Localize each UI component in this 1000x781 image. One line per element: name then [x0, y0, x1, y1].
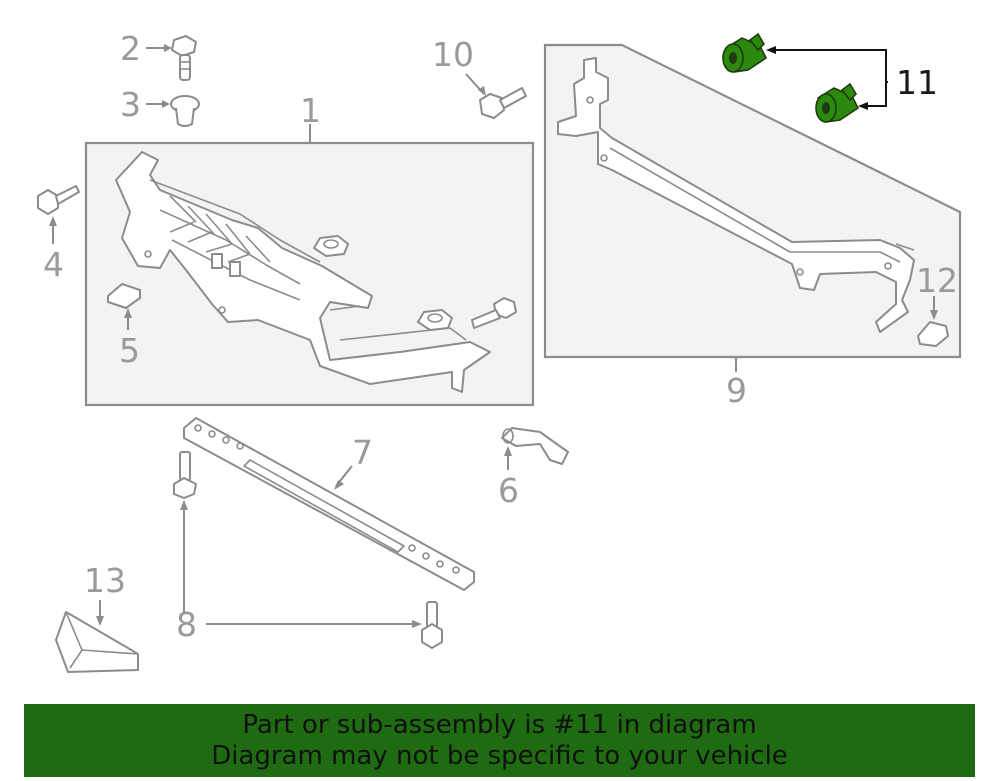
flange-nut-upper [313, 235, 349, 257]
bolt-inside-box [471, 297, 517, 329]
arrow-5 [124, 308, 132, 318]
callout-5: 5 [119, 331, 140, 370]
callout-7: 7 [352, 433, 373, 472]
arrow-8-lower [412, 620, 422, 628]
bushing-part-11-upper [722, 32, 768, 73]
banner-line-1: Part or sub-assembly is #11 in diagram [242, 710, 757, 740]
callout-1: 1 [300, 91, 321, 130]
callout-8: 8 [176, 605, 197, 644]
arrow-6 [504, 446, 512, 456]
parts-diagram: 1 2 3 4 5 6 7 8 9 10 11 12 13 [37, 29, 962, 673]
bolt-part-8-lower [421, 601, 443, 649]
bushing-part-11-lower [815, 82, 860, 123]
callout-4: 4 [43, 245, 64, 284]
bracket-part-6 [501, 427, 569, 465]
callout-6: 6 [498, 471, 519, 510]
reinforcement-bracket-part-1 [115, 151, 491, 393]
highlight-banner: Part or sub-assembly is #11 in diagram D… [24, 704, 975, 777]
callout-3: 3 [120, 85, 141, 124]
arrow-10 [478, 86, 486, 96]
leader-11 [772, 49, 888, 83]
crossmember-bar-part-9 [557, 57, 915, 333]
callout-13: 13 [84, 561, 126, 600]
arrow-3 [162, 100, 170, 108]
flange-nut-lower [417, 309, 453, 331]
bolt-part-8-upper [173, 451, 197, 499]
arrow-7 [334, 480, 344, 490]
bolt-part-4 [37, 185, 80, 215]
callout-11: 11 [896, 63, 938, 102]
banner-line-2: Diagram may not be specific to your vehi… [211, 741, 788, 771]
callout-2: 2 [120, 29, 141, 68]
bolt-part-10 [479, 87, 527, 119]
arrow-11-upper [766, 46, 776, 54]
arrow-2 [164, 44, 172, 52]
arrow-8-upper [180, 500, 188, 510]
callout-12: 12 [916, 261, 958, 300]
skid-plate-part-7 [183, 417, 475, 591]
deflector-part-13 [55, 611, 139, 673]
arrow-13 [96, 616, 104, 626]
callout-10: 10 [432, 35, 474, 74]
arrow-12 [930, 310, 938, 320]
arrow-4 [49, 216, 57, 226]
part-9-group-box [543, 43, 962, 359]
leader-11b [862, 82, 887, 107]
clip-part-12 [917, 321, 949, 347]
bolt-part-2 [171, 35, 197, 81]
arrow-11-lower [858, 102, 868, 110]
nut-part-3 [170, 95, 200, 127]
callout-9: 9 [726, 371, 747, 410]
clip-part-5 [107, 283, 141, 309]
